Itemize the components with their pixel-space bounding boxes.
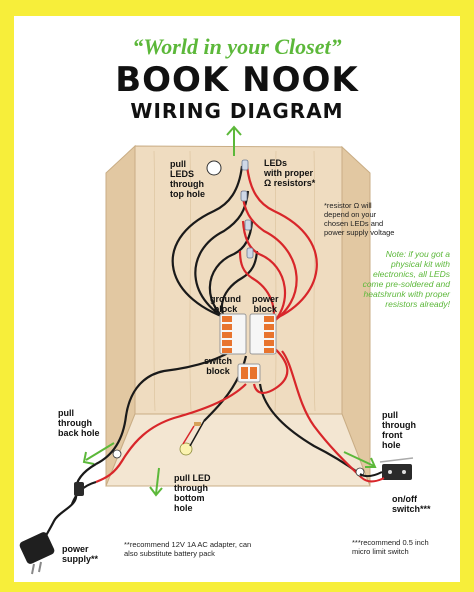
led-bottom — [179, 420, 205, 456]
label-pull-front-hole: pull through front hole — [382, 410, 416, 450]
switch-wire-black — [359, 471, 383, 478]
label-ground-block: ground block — [210, 294, 241, 314]
down-arrow-icon — [149, 467, 163, 497]
page-subtitle: WIRING DIAGRAM — [130, 99, 344, 123]
led-top-1 — [241, 159, 249, 171]
switch-connector-block — [237, 363, 261, 383]
led-top-3 — [244, 219, 252, 231]
led-top-2 — [240, 190, 248, 202]
barrel-jack — [74, 482, 84, 496]
label-leds-resistors: LEDs with proper Ω resistors* — [264, 158, 316, 188]
switch-wire-red — [361, 477, 385, 483]
label-pull-back-hole: pull through back hole — [58, 408, 100, 438]
label-pull-led-bottom: pull LED through bottom hole — [174, 473, 211, 513]
label-on-off-switch: on/off switch*** — [392, 494, 431, 514]
ground-wires — [95, 165, 361, 475]
power-connector-block — [249, 313, 277, 355]
label-pull-leds-top: pull LEDS through top hole — [170, 159, 205, 199]
white-card: “World in your Closet” BOOK NOOK WIRING … — [14, 16, 460, 582]
label-switch-block: switch block — [204, 356, 233, 376]
power-cable — [40, 463, 97, 545]
switch-note: ***recommend 0.5 inch micro limit switch — [352, 538, 429, 556]
adapter-note: **recommend 12V 1A AC adapter, can also … — [124, 540, 252, 558]
right-arrow-icon — [343, 451, 377, 468]
label-power-block: power block — [252, 294, 279, 314]
label-power-supply: power supply** — [62, 544, 99, 564]
led-top-4 — [246, 247, 254, 259]
limit-switch-icon — [379, 457, 414, 480]
page-title: BOOK NOOK — [115, 60, 359, 100]
left-arrow-icon — [82, 442, 115, 465]
up-arrow-icon — [226, 125, 242, 156]
wiring-diagram — [19, 125, 414, 575]
power-adapter-icon — [19, 532, 55, 575]
back-hole — [112, 449, 122, 459]
kit-note: Note: if you got a physical kit with ele… — [362, 249, 450, 309]
tagline: “World in your Closet” — [132, 34, 342, 59]
resistor-note: *resistor Ω will depend on your chosen L… — [324, 201, 395, 237]
top-hole — [206, 160, 222, 176]
ground-connector-block — [219, 313, 247, 355]
